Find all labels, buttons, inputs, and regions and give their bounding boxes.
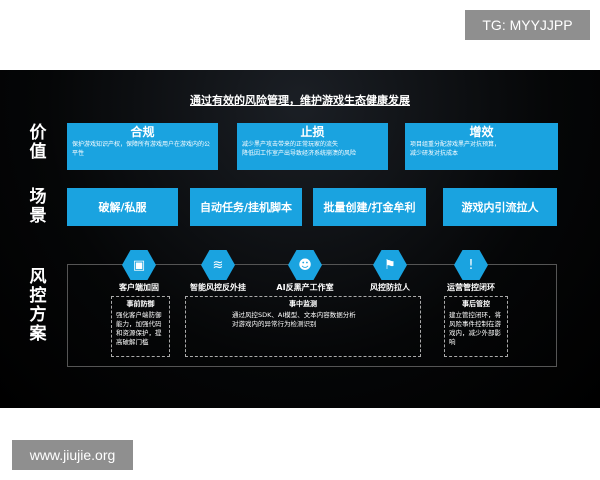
slide-title: 通过有效的风险管理，维护游戏生态健康发展 [190, 94, 410, 107]
phase-desc: 通过风控SDK、AI模型、文本内容数据分析 对游戏内的异常行为检测识别 [232, 311, 356, 328]
value-title: 止损 [300, 125, 325, 139]
phase-desc: 建立管控闭环，将风险事件控制在游戏内，减少外部影响 [449, 311, 501, 346]
phase-after: 事后管控 建立管控闭环，将风险事件控制在游戏内，减少外部影响 [444, 296, 508, 357]
layers-icon: ≋ [201, 250, 235, 280]
slide-panel: 通过有效的风险管理，维护游戏生态健康发展 价值 场景 风控方案 合规 保护游戏知… [0, 70, 600, 408]
module-label: 客户端加固 [119, 283, 159, 292]
phase-title: 事前防御 [126, 300, 155, 308]
phase-before: 事前防御 强化客户端防御能力，加强代码和资源保护，提高破解门槛 [111, 296, 170, 357]
value-desc: 减少黑产攻击带来的正常玩家的流失 降低因工作室产出导致经济系统崩溃的风险 [242, 141, 357, 157]
phase-title: 事后管控 [462, 300, 490, 308]
watermark-top: TG: MYYJJPP [465, 10, 590, 40]
row-label-value: 价值 [29, 123, 47, 162]
value-desc: 保护游戏知识产权，保障所有游戏用户在游戏内的公平性 [72, 141, 211, 157]
module-label: 风控防拉人 [370, 283, 410, 292]
scene-card: 自动任务/挂机脚本 [190, 188, 302, 226]
row-label-solution: 风控方案 [29, 267, 47, 344]
value-desc: 项目组重分配游戏黑产对抗预算， 减少研发对抗成本 [410, 141, 501, 157]
module-label: AI反黑产工作室 [276, 283, 334, 292]
row-label-scene: 场景 [29, 187, 47, 226]
value-card-efficiency: 增效 项目组重分配游戏黑产对抗预算， 减少研发对抗成本 [405, 123, 558, 170]
value-card-compliance: 合规 保护游戏知识产权，保障所有游戏用户在游戏内的公平性 [67, 123, 218, 170]
scene-card: 游戏内引流拉人 [443, 188, 557, 226]
phase-during: 事中监测 通过风控SDK、AI模型、文本内容数据分析 对游戏内的异常行为检测识别 [185, 296, 421, 357]
value-title: 增效 [469, 125, 494, 139]
module-label: 运营管控闭环 [447, 283, 495, 292]
value-title: 合规 [130, 125, 155, 139]
phase-title: 事中监测 [289, 300, 317, 308]
value-card-loss-prevention: 止损 减少黑产攻击带来的正常玩家的流失 降低因工作室产出导致经济系统崩溃的风险 [237, 123, 388, 170]
module-label: 智能风控反外挂 [190, 283, 246, 292]
watermark-bottom: www.jiujie.org [12, 440, 133, 470]
scene-card: 破解/私服 [67, 188, 178, 226]
scene-card: 批量创建/打金牟利 [313, 188, 426, 226]
phase-desc: 强化客户端防御能力，加强代码和资源保护，提高破解门槛 [116, 311, 162, 346]
